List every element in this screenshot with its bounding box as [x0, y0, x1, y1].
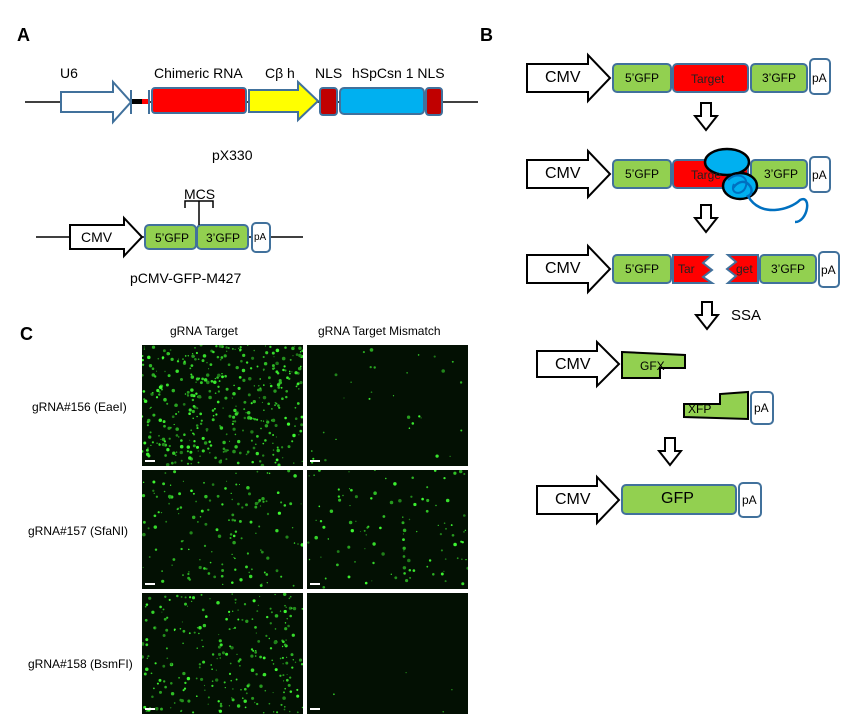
cmv-label: CMV [545, 69, 581, 86]
target-label: Target [691, 72, 725, 86]
ssa-label: SSA [731, 307, 762, 324]
cbh-label: Cβ h [265, 65, 295, 81]
col-header-target: gRNA Target [170, 324, 238, 338]
panel-b-step1 [526, 52, 831, 104]
cmv-promoter-arrow [526, 148, 612, 200]
px330-label: pX330 [212, 147, 253, 163]
gfx-fragment [621, 350, 686, 379]
panel-label-a: A [17, 25, 30, 45]
gfp5-label: 5’GFP [625, 262, 660, 276]
hspcsn-block [339, 87, 425, 115]
micrograph-157-target [142, 470, 303, 589]
panel-b-step4 [536, 339, 774, 425]
gfp3-block [196, 224, 249, 250]
cmv-promoter-arrow [536, 339, 621, 389]
panel-a-px330-construct [25, 79, 478, 125]
row-label-158: gRNA#158 (BsmFI) [28, 657, 133, 671]
cut-target-right [725, 254, 759, 284]
down-arrow-3 [693, 301, 721, 331]
gfp5-label: 5’GFP [625, 167, 660, 181]
pa-label: pA [812, 71, 827, 85]
pa-label: pA [742, 493, 757, 507]
gfp3-label: 3’GFP [771, 262, 806, 276]
micrograph-156-target [142, 345, 303, 466]
row-label-156: gRNA#156 (EaeI) [32, 400, 127, 414]
xfp-fragment [683, 390, 749, 421]
mcs-label: MCS [184, 186, 216, 202]
gfp3-label: 3’GFP [764, 167, 799, 181]
down-arrow-4 [656, 437, 684, 467]
nls-right-block [425, 87, 443, 116]
gfp5-label: 5’GFP [625, 71, 660, 85]
panel-label-c: C [20, 324, 33, 344]
pa-label: pA [821, 263, 836, 277]
cas9-top-lobe [703, 147, 751, 177]
cmv-label: CMV [81, 229, 113, 245]
cmv-label: CMV [545, 260, 581, 277]
gfp-label: GFP [661, 490, 694, 507]
nls-label: NLS [315, 65, 343, 81]
micrograph-158-mismatch [307, 593, 468, 714]
gfp-full-block [621, 484, 737, 515]
cmv-label: CMV [545, 165, 581, 182]
xfp-label: XFP [688, 402, 712, 416]
gfp5-label: 5’GFP [155, 231, 190, 245]
panel-b-step5 [536, 474, 762, 526]
panel-b-step2 [526, 147, 831, 224]
cmv-label: CMV [555, 491, 591, 508]
u6-label: U6 [60, 65, 78, 81]
reporter-plasmid-label: pCMV-GFP-M427 [130, 270, 242, 286]
cut-target-left [672, 254, 716, 284]
cut-target-left-label: Tar [678, 262, 695, 276]
pa-block [251, 222, 271, 253]
chimeric-rna-label: Chimeric RNA [154, 65, 243, 81]
hspcsn-label: hSpCsn 1 NLS [352, 65, 445, 81]
panel-b-step3 [526, 243, 840, 295]
down-arrow-2 [692, 204, 720, 234]
gfx-label: GFX [640, 359, 665, 373]
target-block [672, 63, 749, 93]
panel-a-reporter-construct [36, 200, 303, 259]
target-label-partial: Targe [691, 168, 722, 182]
cmv-promoter-arrow [536, 474, 621, 526]
cmv-promoter-arrow [69, 215, 144, 259]
micrograph-158-target [142, 593, 303, 714]
gfp3-label: 3’GFP [206, 231, 241, 245]
panel-label-b: B [480, 25, 493, 45]
down-arrow-1 [692, 102, 720, 132]
micrograph-157-mismatch [307, 470, 468, 589]
col-header-mismatch: gRNA Target Mismatch [318, 324, 441, 338]
cmv-label: CMV [555, 356, 591, 373]
cmv-promoter-arrow [526, 52, 612, 104]
u6-promoter-arrow [60, 79, 133, 125]
gfp3-label: 3’GFP [762, 71, 797, 85]
pa-label: pA [812, 168, 827, 182]
cmv-promoter-arrow [526, 243, 612, 295]
cbh-promoter-arrow [248, 79, 320, 123]
micrograph-156-mismatch [307, 345, 468, 466]
pa-label: pA [754, 401, 769, 415]
chimeric-rna-block [151, 87, 247, 114]
guide-rna-strand [732, 180, 809, 224]
cas9-bottom-lobe [721, 171, 759, 201]
cut-target-right-label: get [736, 262, 753, 276]
row-label-157: gRNA#157 (SfaNI) [28, 524, 129, 538]
nls-left-block [319, 87, 338, 116]
pa-label: pA [254, 232, 267, 243]
